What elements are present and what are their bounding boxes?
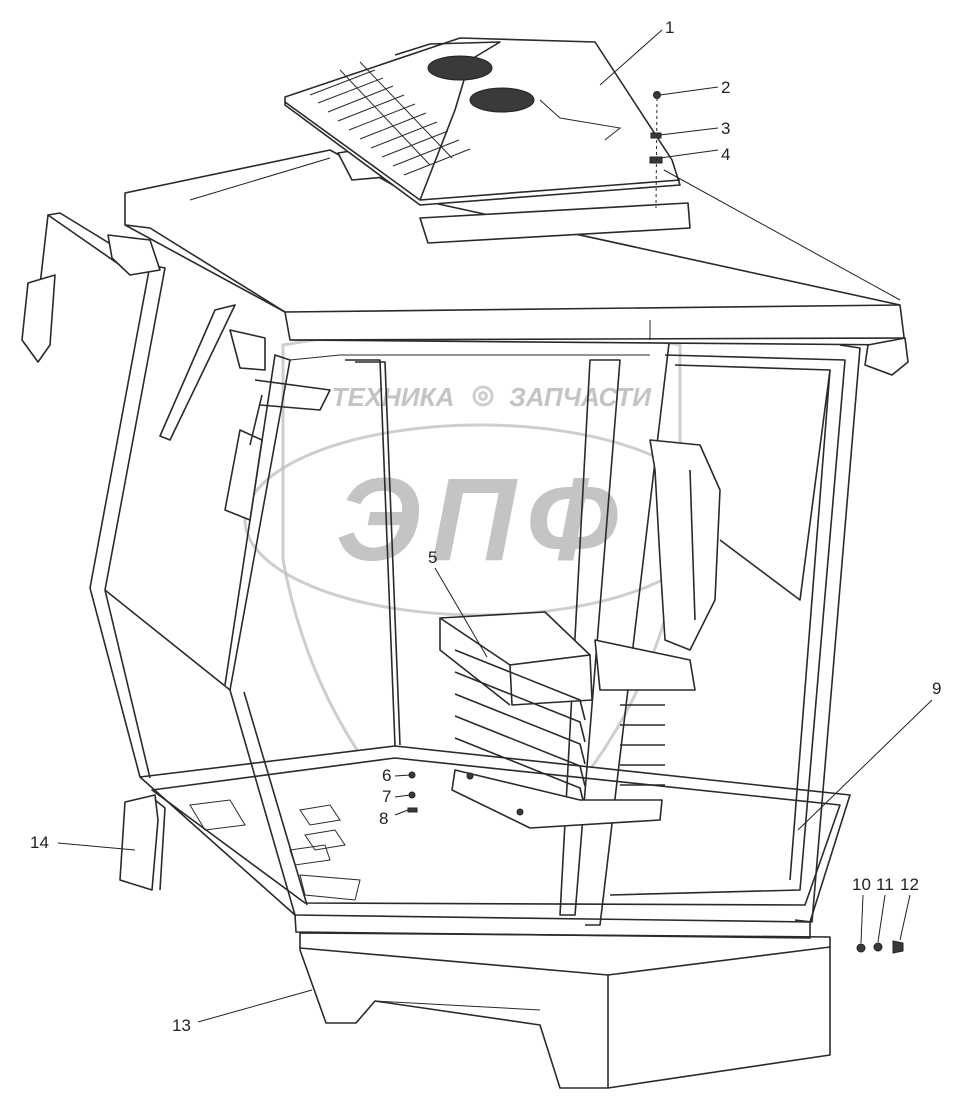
watermark-text-left: ТЕХНИКА (332, 382, 455, 412)
callout-6: 6 (382, 766, 391, 785)
callout-14: 14 (30, 833, 49, 852)
callout-4: 4 (721, 145, 730, 164)
callout-leaders (57, 29, 933, 1023)
cab-frame-9 (89, 264, 861, 939)
mount-bracket-14 (119, 794, 166, 891)
seat-5 (439, 611, 696, 829)
fan-icon (427, 55, 493, 81)
roof-unit-1 (284, 37, 691, 244)
watermark-text-right: ЗАПЧАСТИ (509, 382, 652, 412)
watermark-logo-letters: ЭПФ (336, 454, 628, 586)
seat-bellows (454, 649, 665, 809)
callout-7: 7 (382, 787, 391, 806)
callout-2: 2 (721, 78, 730, 97)
callout-9: 9 (932, 679, 941, 698)
callout-13: 13 (172, 1016, 191, 1035)
callout-5: 5 (428, 548, 437, 567)
callout-12: 12 (900, 875, 919, 894)
cab-roof (124, 149, 909, 376)
screw-2 (653, 91, 661, 99)
watermark: ТЕХНИКА ЗАПЧАСТИ ЭПФ (243, 326, 717, 882)
washer-3 (650, 132, 662, 139)
fasteners-10-11-12 (856, 940, 904, 954)
rear-housing (649, 439, 721, 651)
gear-icon (472, 385, 494, 407)
floor-details (189, 771, 418, 901)
callout-labels: 1 2 3 4 5 6 7 8 9 10 11 12 13 14 (30, 18, 941, 1035)
callout-1: 1 (665, 18, 674, 37)
callout-11: 11 (876, 875, 894, 894)
cab-base-13 (299, 932, 831, 1089)
callout-10: 10 (852, 875, 871, 894)
callout-3: 3 (721, 119, 730, 138)
callout-8: 8 (379, 809, 388, 828)
left-mirror-and-wiper (21, 212, 331, 521)
vent-grille (309, 61, 471, 176)
fan-icon (469, 87, 535, 113)
